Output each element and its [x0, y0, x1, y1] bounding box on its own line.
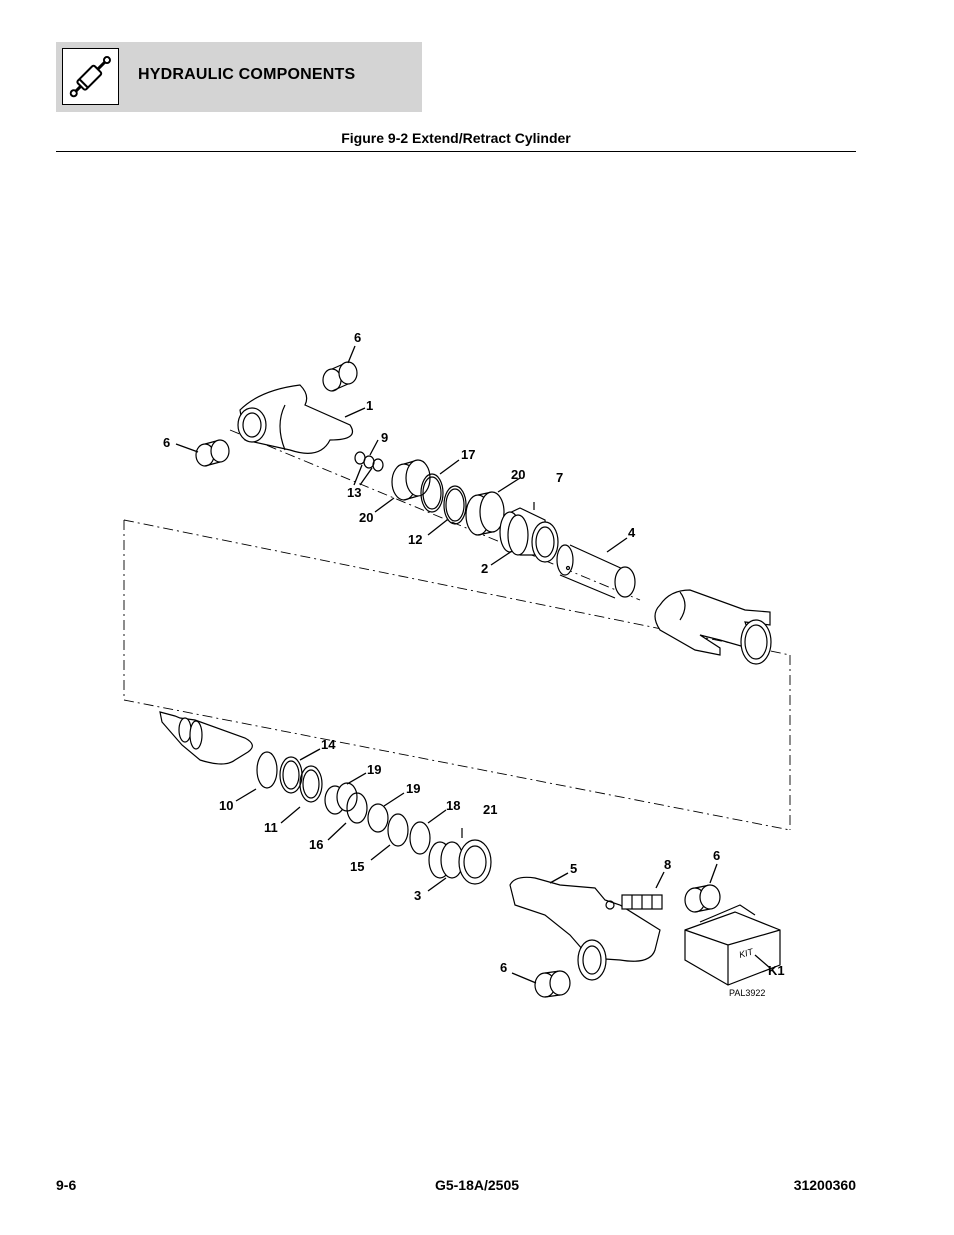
callout-5: 5 [570, 861, 577, 876]
valve-8 [621, 894, 663, 910]
callout-2: 2 [481, 561, 488, 576]
kit-box [684, 904, 781, 986]
cylinder-head-2 [499, 507, 559, 563]
cylinder-tube-4 [556, 544, 636, 599]
callout-18: 18 [446, 798, 460, 813]
page-number: 9-6 [56, 1177, 77, 1193]
cylinder-barrel-body [654, 589, 772, 665]
drawing-number: PAL3922 [729, 988, 765, 998]
callout-20-left: 20 [359, 510, 373, 525]
callout-20-right: 20 [511, 467, 525, 482]
callout-13: 13 [347, 485, 361, 500]
callout-6-left: 6 [163, 435, 170, 450]
callout-4: 4 [628, 525, 636, 540]
section-title: HYDRAULIC COMPONENTS [138, 66, 356, 83]
bushing-6-top [322, 361, 358, 392]
bushing-6-right [684, 884, 721, 913]
callout-14: 14 [321, 737, 336, 752]
callout-19-upper: 19 [367, 762, 381, 777]
callout-15: 15 [350, 859, 364, 874]
callout-19-lower: 19 [406, 781, 420, 796]
callout-7: 7 [556, 470, 563, 485]
rod-end-5 [509, 876, 661, 981]
callout-K1: K1 [768, 963, 785, 978]
callout-21: 21 [483, 802, 497, 817]
callout-12: 12 [408, 532, 422, 547]
cylinder-barrel-end-1 [237, 384, 354, 454]
callout-6-bottom: 6 [500, 960, 507, 975]
cylinder-rod [159, 711, 253, 765]
model-number: G5-18A/2505 [434, 1177, 520, 1193]
callout-17: 17 [461, 447, 475, 462]
callout-9: 9 [381, 430, 388, 445]
callout-8: 8 [664, 857, 671, 872]
callout-3: 3 [414, 888, 421, 903]
callout-11: 11 [264, 820, 278, 835]
header-rule [56, 151, 856, 152]
piston-3 [428, 839, 492, 885]
document-number: 31200360 [793, 1177, 856, 1193]
callout-10: 10 [219, 798, 233, 813]
hydraulic-cylinder-icon [62, 48, 119, 105]
figure-title: Figure 9-2 Extend/Retract Cylinder [341, 130, 571, 146]
kit-box-label: KIT [738, 946, 756, 960]
callout-6-top: 6 [354, 330, 361, 345]
callout-16: 16 [309, 837, 323, 852]
bushing-6-left [195, 439, 230, 467]
bushing-6-bottom [534, 970, 571, 998]
callout-1: 1 [366, 398, 373, 413]
callout-6-right: 6 [713, 848, 720, 863]
